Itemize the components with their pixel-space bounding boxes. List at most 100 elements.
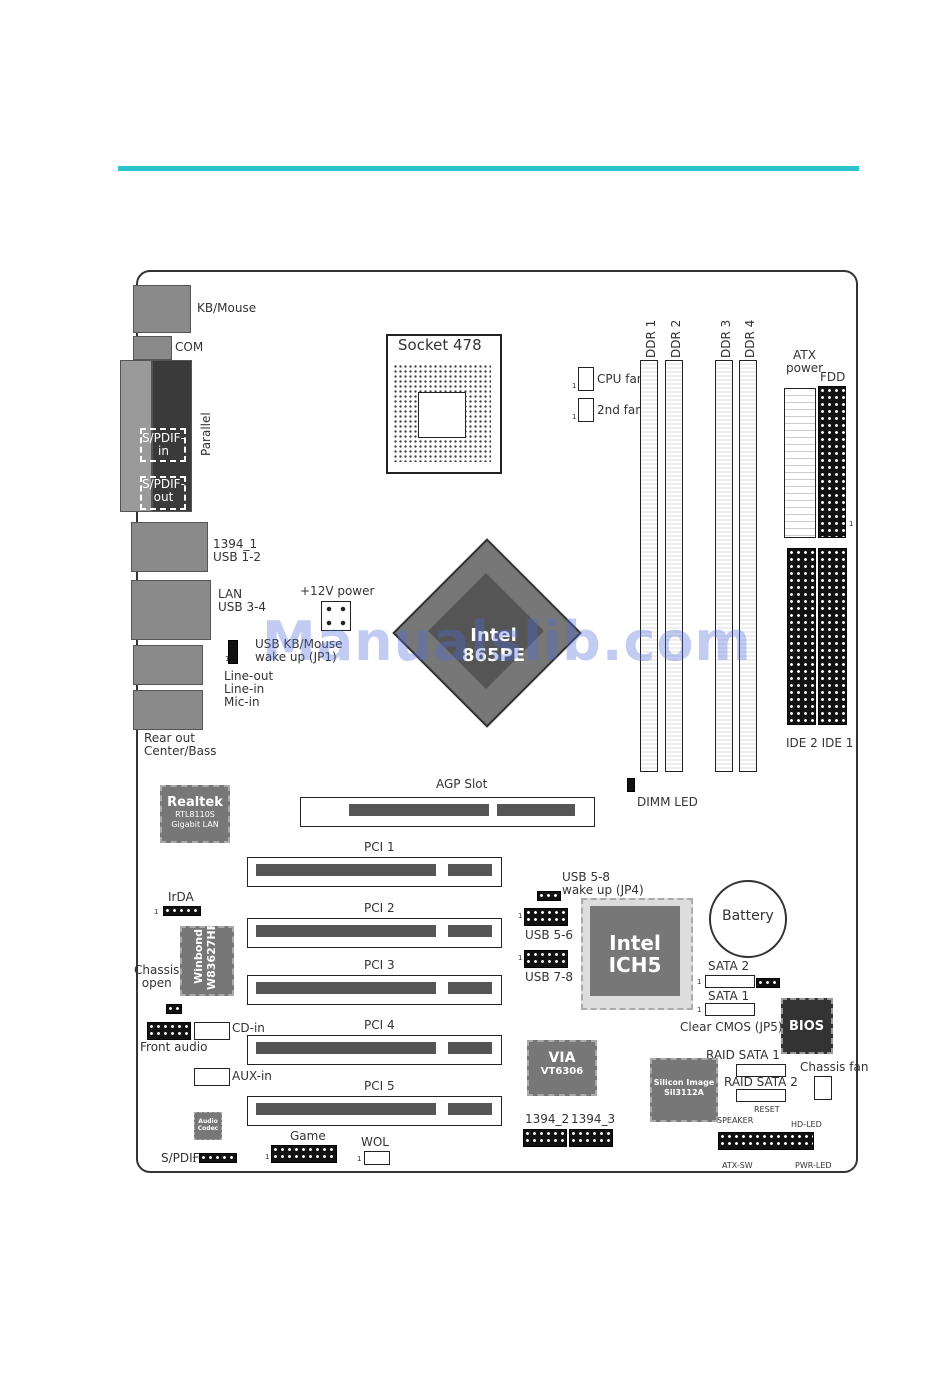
- audio-jacks-2: [133, 690, 203, 730]
- usb78-header: [524, 950, 568, 968]
- game-header: [271, 1145, 337, 1163]
- pci5-label: PCI 5: [364, 1079, 395, 1093]
- fdd-label: FDD: [820, 370, 846, 384]
- spdif-in-box: [140, 428, 186, 462]
- pci3-slot: [247, 975, 502, 1005]
- lan-port: [131, 580, 211, 640]
- raid-sata1-label: RAID SATA 1: [706, 1048, 780, 1062]
- ddr4-slot: [739, 360, 757, 772]
- parallel-label: Parallel: [199, 412, 213, 456]
- second-fan-label: 2nd fan: [597, 403, 643, 417]
- power-12v-label: +12V power: [300, 584, 375, 598]
- spdif-label: S/PDIF: [161, 1151, 200, 1165]
- cd-in-connector: [194, 1022, 230, 1040]
- pci1-slot: [247, 857, 502, 887]
- usb-1394-label: 1394_1 USB 1-2: [213, 537, 262, 564]
- pin1-marker: 1: [265, 1153, 270, 1161]
- pin1-marker: 1: [697, 1006, 702, 1014]
- parallel-port: [120, 360, 152, 512]
- ddr2-slot: [665, 360, 683, 772]
- usb-1394-port: [131, 522, 208, 572]
- aux-in-label: AUX-in: [232, 1069, 272, 1083]
- via-sub-label: VT6306: [540, 1066, 584, 1077]
- cpu-fan-label: CPU fan: [597, 372, 645, 386]
- battery-label: Battery: [722, 908, 774, 924]
- kb-mouse-label: KB/Mouse: [197, 301, 257, 315]
- front-panel-header: [718, 1132, 814, 1150]
- ich5-label: Intel ICH5: [608, 931, 662, 977]
- agp-slot: [300, 797, 595, 827]
- chassis-fan-connector: [814, 1076, 832, 1100]
- chassis-fan-label: Chassis fan: [800, 1060, 869, 1074]
- pin1-marker: 1: [697, 978, 702, 986]
- game-label: Game: [290, 1129, 326, 1143]
- socket-label: Socket 478: [398, 336, 482, 354]
- cpu-fan-connector: [578, 367, 594, 391]
- realtek-sub-label: RTL8110S Gigabit LAN: [171, 810, 219, 829]
- spdif-header: [199, 1153, 237, 1163]
- realtek-chip: Realtek RTL8110S Gigabit LAN: [160, 785, 230, 843]
- silicon-image-label: Silicon Image Sil3112A: [653, 1078, 715, 1097]
- atx-sw-label: ATX-SW: [722, 1161, 753, 1170]
- raid-sata1-connector: [736, 1064, 786, 1077]
- silicon-image-chip: Silicon Image Sil3112A: [650, 1058, 718, 1122]
- usb56-header: [524, 908, 568, 926]
- ieee1394-3-label: 1394_3: [571, 1112, 616, 1126]
- winbond-label: Winbond W83627HF: [192, 922, 218, 990]
- pci2-slot: [247, 918, 502, 948]
- aux-in-connector: [194, 1068, 230, 1086]
- ide1-connector: [818, 548, 847, 725]
- raid-sata2-connector: [736, 1089, 786, 1102]
- chassis-open-header: [166, 1004, 182, 1014]
- pin1-marker: 1: [154, 908, 159, 916]
- irda-label: IrDA: [168, 890, 194, 904]
- sata2-label: SATA 2: [708, 959, 750, 973]
- rear-out-label: Rear out Center/Bass: [144, 731, 217, 758]
- kb-mouse-port: [133, 285, 191, 333]
- usb-kb-wake-jumper: [228, 640, 238, 664]
- pin1-marker: 1: [357, 1155, 362, 1163]
- lan-label: LAN USB 3-4: [218, 587, 267, 614]
- reset-label: RESET: [754, 1105, 780, 1114]
- com-label: COM: [175, 340, 204, 354]
- audio-jacks-label: Line-out Line-in Mic-in: [224, 669, 274, 709]
- sata1-label: SATA 1: [708, 989, 750, 1003]
- ide-label: IDE 2 IDE 1: [786, 736, 854, 750]
- audio-codec-label: Audio Codec: [197, 1118, 219, 1132]
- cd-in-label: CD-in: [232, 1021, 265, 1035]
- usb58-wake-jumper: [537, 891, 561, 901]
- usb78-label: USB 7-8: [525, 970, 574, 984]
- pin1-marker: 1: [518, 954, 523, 962]
- sata1-connector: [705, 1003, 755, 1016]
- agp-label: AGP Slot: [436, 777, 488, 791]
- ddr1-label: DDR 1: [644, 319, 658, 358]
- pin1-marker: 1: [572, 382, 577, 390]
- front-audio-label: Front audio: [140, 1040, 208, 1054]
- watermark: Manualslib.com: [262, 610, 752, 673]
- battery: [709, 880, 787, 958]
- top-accent-rule: [118, 166, 859, 171]
- ieee1394-3-header: [569, 1129, 613, 1147]
- realtek-label: Realtek: [167, 795, 223, 810]
- via-chip: VIA VT6306: [527, 1040, 597, 1096]
- ddr1-slot: [640, 360, 658, 772]
- pin1-marker: 1: [518, 912, 523, 920]
- audio-jacks-1: [133, 645, 203, 685]
- usb-kb-wake-label: USB KB/Mouse wake up (JP1): [255, 637, 343, 664]
- pin1-marker: 1: [572, 413, 577, 421]
- pwr-led-label: PWR-LED: [795, 1161, 832, 1170]
- spdif-out-box: [140, 476, 186, 510]
- atx-power-connector: [784, 388, 816, 538]
- spdif-in-label: S/PDIF- in: [142, 431, 185, 458]
- pci5-slot: [247, 1096, 502, 1126]
- ieee1394-2-label: 1394_2: [525, 1112, 570, 1126]
- pin1-marker: 1: [192, 1156, 197, 1164]
- clear-cmos-jumper: [756, 978, 780, 988]
- ich5-chip: Intel ICH5: [590, 906, 680, 996]
- raid-sata2-label: RAID SATA 2: [724, 1075, 798, 1089]
- socket-center: [418, 392, 466, 438]
- irda-header: [163, 906, 201, 916]
- pci2-label: PCI 2: [364, 901, 395, 915]
- front-audio-header: [147, 1022, 191, 1040]
- audio-codec-chip: Audio Codec: [194, 1112, 222, 1140]
